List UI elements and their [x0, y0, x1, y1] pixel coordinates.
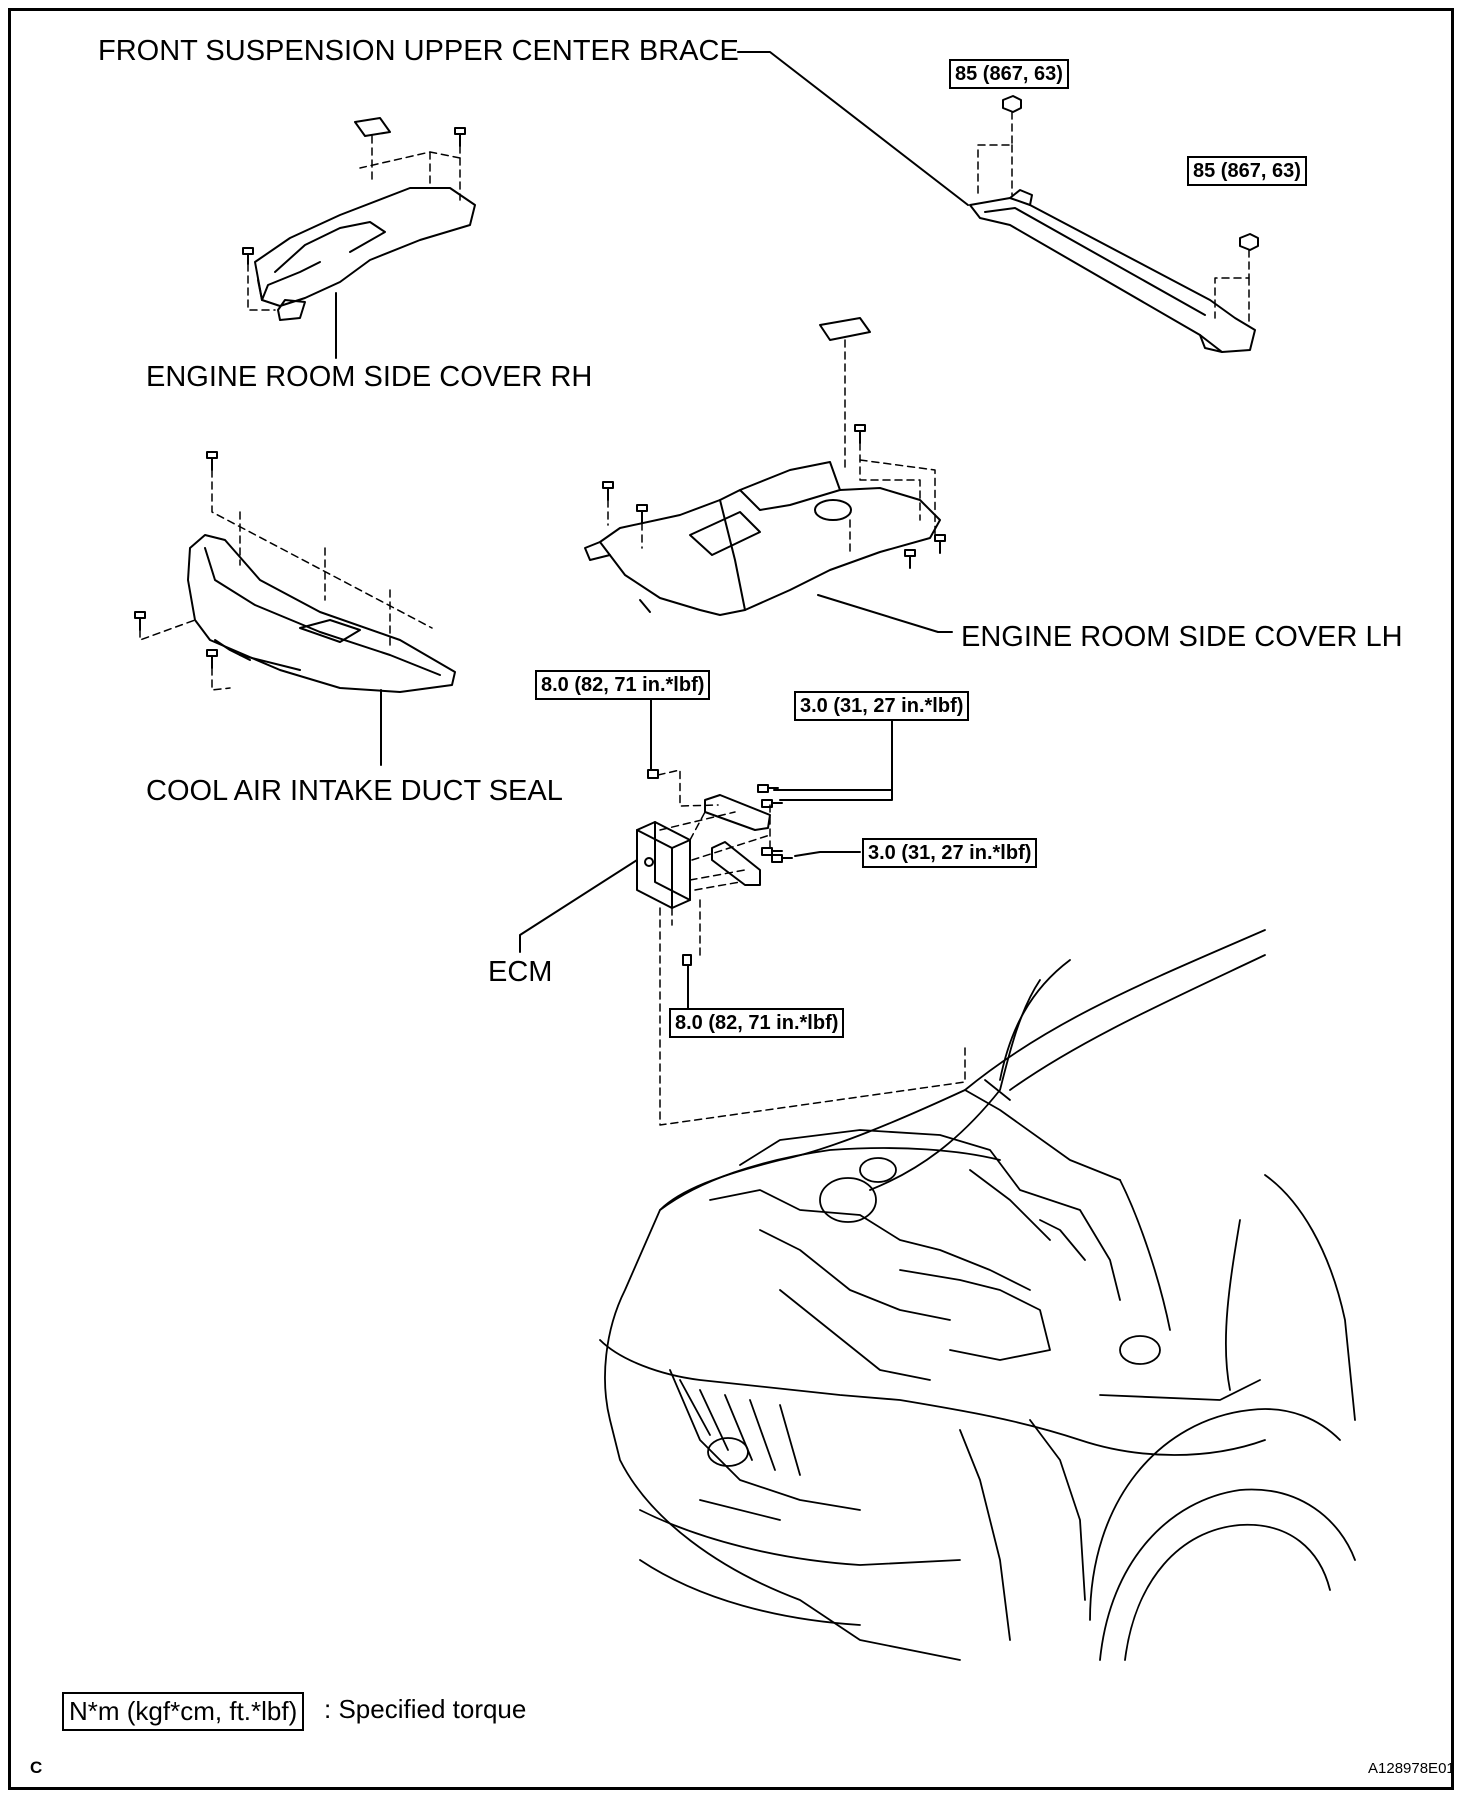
torque-brace-nut-2: 85 (867, 63): [1187, 156, 1307, 186]
ecm-bracket-bolts: [647, 769, 793, 966]
brace-nut-2: [1239, 233, 1259, 251]
label-engine-room-side-cover-lh: ENGINE ROOM SIDE COVER LH: [961, 621, 1403, 653]
duct-seal-dashed-guides: [139, 469, 433, 691]
brace-dashed-guides: [977, 111, 1250, 323]
vehicle-front-view: [599, 929, 1356, 1661]
ecm-lower-bracket: [711, 841, 761, 886]
legend-specified-torque: : Specified torque: [324, 1694, 527, 1724]
cover-lh-dashed-guides: [607, 339, 936, 556]
torque-brace-nut-1: 85 (867, 63): [949, 59, 1069, 89]
engine-room-side-cover-rh: [254, 117, 476, 321]
drawing-id: A128978E01: [1368, 1760, 1455, 1777]
cover-rh-dashed-guides: [247, 135, 461, 311]
label-engine-room-side-cover-rh: ENGINE ROOM SIDE COVER RH: [146, 361, 593, 393]
ecm-dashed-guides: [657, 769, 966, 1126]
cool-air-intake-duct-seal: [187, 534, 456, 693]
cover-rh-bolts: [242, 127, 466, 265]
torque-bracket-bolts-lower: 3.0 (31, 27 in.*lbf): [862, 838, 1038, 868]
label-ecm: ECM: [488, 956, 553, 988]
cover-lh-clip: [819, 317, 871, 341]
duct-seal-bolts: [134, 451, 218, 669]
diagram-frame: [8, 8, 1454, 1790]
corner-letter: C: [30, 1758, 43, 1777]
ecm-upper-bracket: [704, 794, 771, 831]
front-suspension-brace: [969, 189, 1256, 353]
engine-room-side-cover-lh: [584, 317, 941, 616]
ecm-unit: [636, 821, 691, 909]
leader-lines: [335, 51, 969, 1009]
label-cool-air-intake-duct-seal: COOL AIR INTAKE DUCT SEAL: [146, 775, 563, 807]
torque-bracket-bolts-upper: 3.0 (31, 27 in.*lbf): [794, 691, 970, 721]
legend-torque-units-box: N*m (kgf*cm, ft.*lbf): [62, 1692, 305, 1731]
torque-ecm-bolt-bottom: 8.0 (82, 71 in.*lbf): [669, 1008, 845, 1038]
cover-rh-clip: [354, 117, 391, 137]
label-front-suspension-brace: FRONT SUSPENSION UPPER CENTER BRACE: [98, 35, 739, 67]
cover-lh-bolts: [602, 424, 946, 569]
torque-ecm-bolt-top: 8.0 (82, 71 in.*lbf): [535, 670, 711, 700]
brace-nut-1: [1002, 95, 1022, 113]
